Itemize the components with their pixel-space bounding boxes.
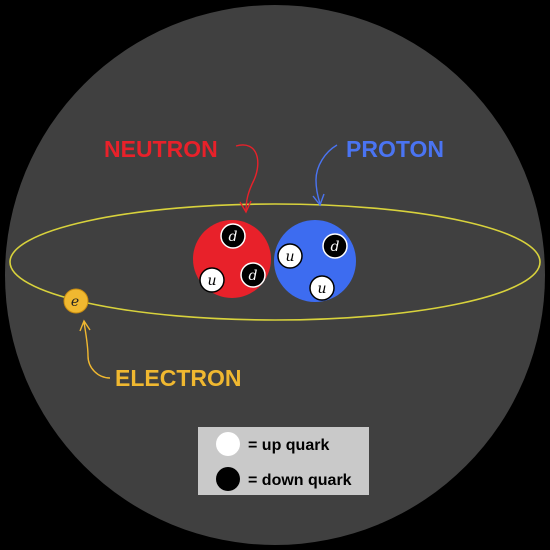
electron: e (63, 288, 89, 314)
proton-quark-up-2: u (309, 275, 335, 301)
neutron-label: NEUTRON (104, 136, 218, 162)
neutron-quark-down-2: d (240, 262, 266, 288)
quark-label: d (331, 239, 340, 255)
proton-quark-down: d (322, 233, 348, 259)
legend-down-label: = down quark (248, 472, 352, 489)
legend: = up quark = down quark (198, 427, 369, 495)
quark-label: d (249, 268, 258, 284)
proton-quark-up-1: u (277, 243, 303, 269)
neutron-quark-up: u (199, 267, 225, 293)
electron-arrow (79, 319, 111, 379)
atom-sphere (5, 5, 545, 545)
legend-up-label: = up quark (248, 437, 329, 454)
quark-label: u (317, 281, 326, 297)
up-quark-swatch (216, 432, 240, 456)
neutron-arrow (235, 144, 259, 214)
neutron: d u d (193, 220, 271, 298)
neutron-quark-down-1: d (220, 223, 246, 249)
down-quark-swatch (216, 467, 240, 491)
electron-body (63, 288, 89, 314)
quark-label: u (285, 249, 294, 265)
proton-label: PROTON (346, 136, 444, 162)
quark-label: u (207, 273, 216, 289)
proton: d u u (274, 220, 356, 302)
proton-arrow (312, 144, 338, 207)
electron-orbit (9, 203, 541, 321)
quark-label: d (229, 229, 238, 245)
electron-label: ELECTRON (115, 365, 242, 391)
electron-symbol: e (71, 294, 79, 310)
